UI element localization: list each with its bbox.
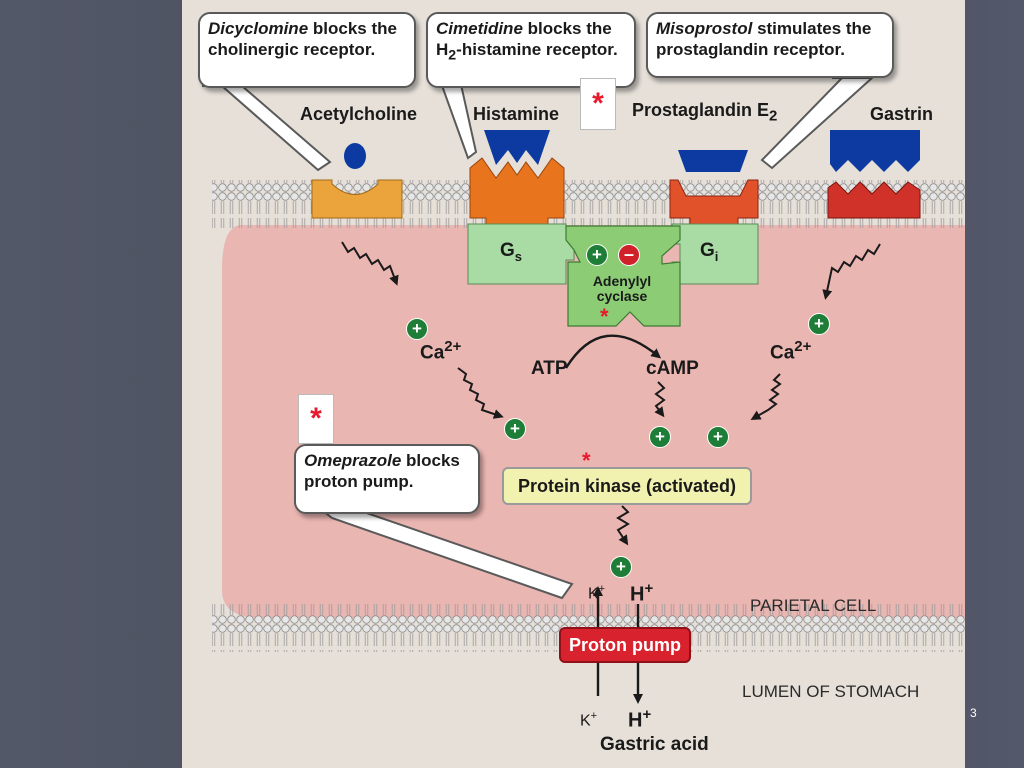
cimetidine-callout: Cimetidine blocks the H2-histamine recep… — [426, 12, 636, 88]
dicyclomine-drug-name: Dicyclomine — [208, 19, 309, 38]
acetylcholine-ligand — [344, 143, 366, 169]
slide-page-number: 3 — [970, 706, 977, 720]
k-lumen-label: K+ — [580, 710, 598, 730]
gi-inhibits-sign: – — [618, 244, 640, 266]
gi-label: Gi — [700, 240, 719, 264]
gastrin-receptor — [827, 181, 921, 219]
parietal-cell-label: PARIETAL CELL — [750, 596, 877, 615]
pk-plus-ca-left: + — [504, 418, 526, 440]
camp-to-pk-arrow — [654, 381, 666, 418]
histamine-ligand — [484, 130, 550, 165]
gs-stimulates-sign: + — [586, 244, 608, 266]
misoprostol-drug-name: Misoprostol — [656, 19, 753, 38]
atp-to-camp-arrow — [564, 334, 662, 369]
gastrin-signal-arrow — [822, 243, 881, 300]
ca-right-label: Ca2+ — [770, 338, 812, 364]
dicyclomine-callout: Dicyclomine blocks the cholinergic recep… — [198, 12, 416, 88]
acetylcholine-label: Acetylcholine — [300, 104, 418, 124]
h-inside-label: H+ — [630, 580, 654, 606]
asterisk-box-top: * — [580, 78, 616, 130]
asterisk-protein-kinase: * — [582, 448, 591, 473]
h-lumen-label: H+ — [628, 706, 652, 732]
pk-plus-camp: + — [649, 426, 671, 448]
prostaglandin-receptor — [669, 179, 759, 231]
gastric-acid-secretion-figure: Dicyclomine blocks the cholinergic recep… — [182, 0, 965, 768]
asterisk-adenylyl: * — [600, 304, 609, 329]
acetylcholine-signal-arrow — [341, 241, 399, 286]
omeprazole-callout: Omeprazole blocks proton pump. — [294, 444, 480, 514]
gs-label: Gs — [500, 240, 523, 264]
atp-label: ATP — [531, 358, 568, 379]
dicyclomine-callout-tail — [202, 85, 332, 172]
ca-right-plus: + — [808, 313, 830, 335]
gastrin-ligand — [830, 130, 920, 172]
cimetidine-drug-name: Cimetidine — [436, 19, 523, 38]
omeprazole-drug-name: Omeprazole — [304, 451, 402, 470]
cimetidine-callout-tail — [430, 79, 478, 160]
histamine-label: Histamine — [473, 104, 560, 124]
ca-right-to-pk-arrow — [750, 373, 782, 420]
ca-left-plus: + — [406, 318, 428, 340]
prostaglandin-label: Prostaglandin E2 — [632, 100, 778, 125]
camp-label: cAMP — [646, 358, 699, 379]
pump-activation-plus: + — [610, 556, 632, 578]
protein-kinase-box: Protein kinase (activated) — [502, 467, 752, 505]
k-inside-label: K+ — [588, 583, 606, 603]
pk-plus-ca-right: + — [707, 426, 729, 448]
asterisk-box-omeprazole: * — [298, 394, 334, 444]
ca-left-to-pk-arrow — [457, 367, 504, 419]
pk-to-pump-arrow — [616, 505, 630, 546]
lumen-of-stomach-label: LUMEN OF STOMACH — [742, 682, 920, 701]
gastric-acid-label: Gastric acid — [600, 734, 709, 755]
ca-left-label: Ca2+ — [420, 338, 462, 364]
misoprostol-callout: Misoprostol stimulates the prostaglandin… — [646, 12, 894, 78]
prostaglandin-ligand — [678, 150, 748, 172]
proton-pump-box: Proton pump — [559, 627, 691, 663]
gastrin-label: Gastrin — [870, 104, 934, 124]
misoprostol-callout-tail — [760, 77, 875, 170]
muscarinic-receptor — [311, 179, 403, 219]
